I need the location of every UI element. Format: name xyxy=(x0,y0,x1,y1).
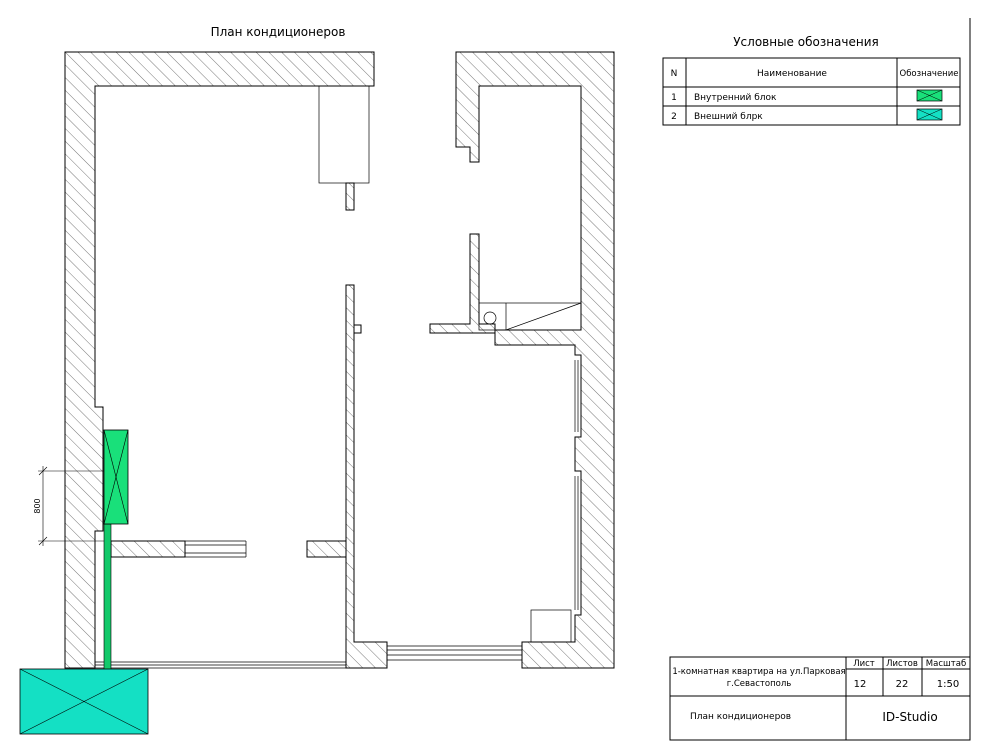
legend-header-symbol: Обозначение xyxy=(900,69,959,79)
outdoor-unit-icon xyxy=(19,668,149,735)
legend-indoor-unit-icon xyxy=(916,89,943,102)
legend-outdoor-unit-icon xyxy=(916,108,943,121)
cabinet xyxy=(530,609,572,643)
legend-row-2-name: Внешний блрк xyxy=(694,112,763,122)
legend-row-1-name: Внутренний блок xyxy=(694,93,777,103)
title-block-sheets: 22 xyxy=(896,679,909,690)
drain-icon xyxy=(483,311,497,325)
title-block-sheet: 12 xyxy=(854,679,867,690)
walls xyxy=(64,51,615,669)
legend-row-1-num: 1 xyxy=(671,93,677,103)
dimension-label: 800 xyxy=(33,498,42,513)
wall-stub-right xyxy=(306,540,347,558)
title-block-company: ID-Studio xyxy=(882,710,937,724)
legend-row-2-num: 2 xyxy=(671,112,677,122)
title-block-project: 1-комнатная квартира на ул.Парковая xyxy=(672,667,845,677)
indoor-unit-icon xyxy=(103,429,129,525)
wall-bathroom xyxy=(429,233,496,334)
legend-header-name: Наименование xyxy=(757,69,827,79)
legend-title: Условные обозначения xyxy=(733,35,879,49)
bathroom-fixtures xyxy=(478,302,582,331)
wall-stub-left xyxy=(110,540,186,558)
dimension-800 xyxy=(38,466,104,546)
column-nib xyxy=(353,324,362,334)
title-block-sheet-header: Лист xyxy=(853,659,875,669)
door-openings xyxy=(185,540,247,558)
title-block xyxy=(669,656,971,741)
title-block-drawing-name: План кондиционеров xyxy=(690,712,791,722)
title-block-sheets-header: Листов xyxy=(886,659,918,669)
wall-right-outer xyxy=(455,51,615,669)
wall-partition-center xyxy=(345,284,388,669)
wall-stub-top xyxy=(345,182,355,211)
plan-title: План кондиционеров xyxy=(211,25,346,39)
wardrobe xyxy=(318,85,370,184)
title-block-scale-header: Масштаб xyxy=(926,659,966,669)
title-block-scale: 1:50 xyxy=(937,679,959,690)
windows xyxy=(95,360,579,669)
wall-left-outer xyxy=(64,51,375,669)
title-block-city: г.Севастополь xyxy=(727,679,792,689)
legend-header-num: N xyxy=(671,69,678,79)
legend-table xyxy=(662,57,961,126)
ac-pipe xyxy=(103,523,112,673)
